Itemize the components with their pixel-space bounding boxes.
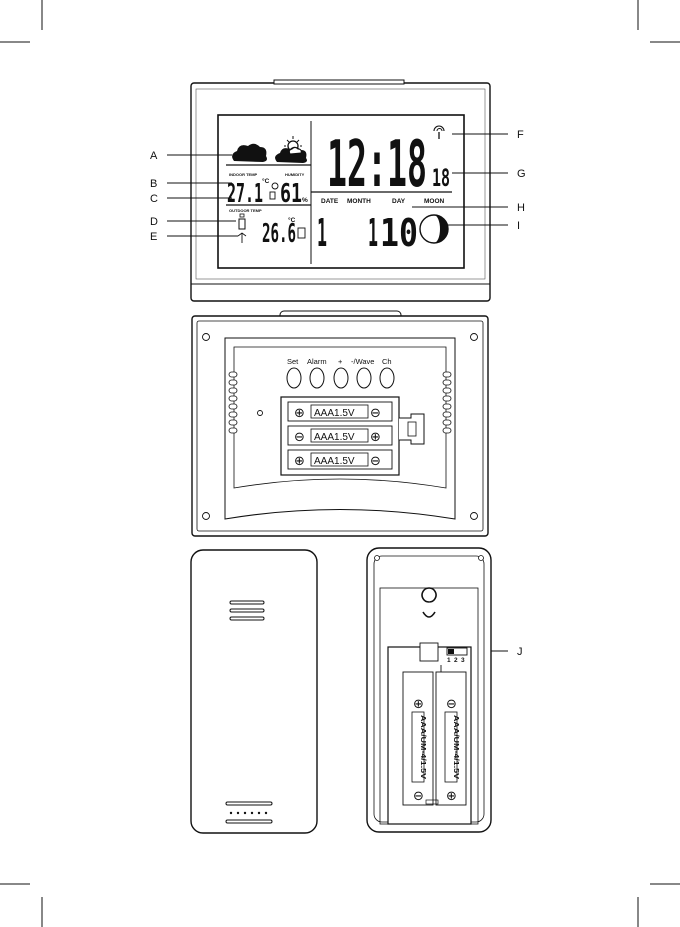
battery-2-plus: ⊕ xyxy=(370,430,381,445)
outdoor-temp-label: OUTDOOR TEMP xyxy=(229,208,262,213)
station-front: INDOOR TEMP HUMIDITY 27.1 °C 61 % OUTDOO… xyxy=(191,80,490,301)
battery-2-label: AAA1.5V xyxy=(314,432,355,443)
alarm-button-label: Alarm xyxy=(307,357,327,366)
wave-button-label: -/Wave xyxy=(351,357,374,366)
indoor-temp-label: INDOOR TEMP xyxy=(229,172,258,177)
battery-1-label: AAA1.5V xyxy=(314,408,355,419)
plus-button-label: + xyxy=(338,357,343,366)
sensor-battery-2-plus: ⊕ xyxy=(446,789,457,804)
humidity-unit: % xyxy=(302,197,308,204)
indoor-temp-value: 27.1 xyxy=(227,179,263,209)
humidity-label: HUMIDITY xyxy=(285,172,305,177)
time-value: 12:18 xyxy=(327,128,427,202)
callout-A: A xyxy=(150,150,158,162)
battery-1-plus: ⊕ xyxy=(294,406,305,421)
battery-3-label: AAA1.5V xyxy=(314,456,355,467)
sensor-back: 1 2 3 ⊕ ⊖ ⊖ ⊕ AAA/UM-4/1.5V AAA/UM-4/1.5… xyxy=(367,548,491,832)
channel-switch-1: 1 xyxy=(447,657,451,664)
ch-button xyxy=(380,368,394,388)
battery-2-minus: ⊖ xyxy=(294,430,305,445)
indoor-temp-unit: °C xyxy=(262,177,270,185)
set-button-label: Set xyxy=(287,357,299,366)
seconds-value: 18 xyxy=(432,164,450,192)
battery-3-plus: ⊕ xyxy=(294,454,305,469)
month-value: 1 xyxy=(368,211,378,255)
sensor-battery-1-label: AAA/UM-4/1.5V xyxy=(419,715,426,779)
set-button xyxy=(287,368,301,388)
moon-label: MOON xyxy=(424,198,445,205)
callout-D: D xyxy=(150,216,158,228)
date-label: DATE xyxy=(321,198,339,205)
alarm-button xyxy=(310,368,324,388)
battery-3-minus: ⊖ xyxy=(370,454,381,469)
day-value: 10 xyxy=(380,211,418,255)
month-label: MONTH xyxy=(347,198,371,205)
plus-button xyxy=(334,368,348,388)
battery-1-minus: ⊖ xyxy=(370,406,381,421)
ch-button-label: Ch xyxy=(382,357,392,366)
moon-phase-icon xyxy=(420,215,448,243)
callout-E: E xyxy=(150,231,157,243)
callout-H: H xyxy=(517,202,525,214)
callout-C: C xyxy=(150,193,158,205)
callout-J: J xyxy=(517,646,523,658)
date-value: 1 xyxy=(317,211,327,255)
outdoor-temp-unit: °C xyxy=(288,216,296,224)
sensor-battery-2-minus: ⊖ xyxy=(446,697,457,712)
callout-B: B xyxy=(150,178,157,190)
channel-switch-3: 3 xyxy=(461,657,465,664)
sensor-battery-1-plus: ⊕ xyxy=(413,697,424,712)
channel-switch-2: 2 xyxy=(454,657,458,664)
wave-button xyxy=(357,368,371,388)
station-back: Set Alarm + -/Wave Ch ⊕ ⊖ ⊖ ⊕ ⊕ ⊖ xyxy=(192,311,488,536)
humidity-value: 61 xyxy=(280,179,302,209)
sensor-battery-1-minus: ⊖ xyxy=(413,789,424,804)
day-label: DAY xyxy=(392,198,406,205)
callout-G: G xyxy=(517,168,526,180)
sensor-front xyxy=(191,550,317,833)
sensor-battery-2-label: AAA/UM-4/1.5V xyxy=(452,715,459,779)
callout-F: F xyxy=(517,129,524,141)
callout-I: I xyxy=(517,220,520,232)
